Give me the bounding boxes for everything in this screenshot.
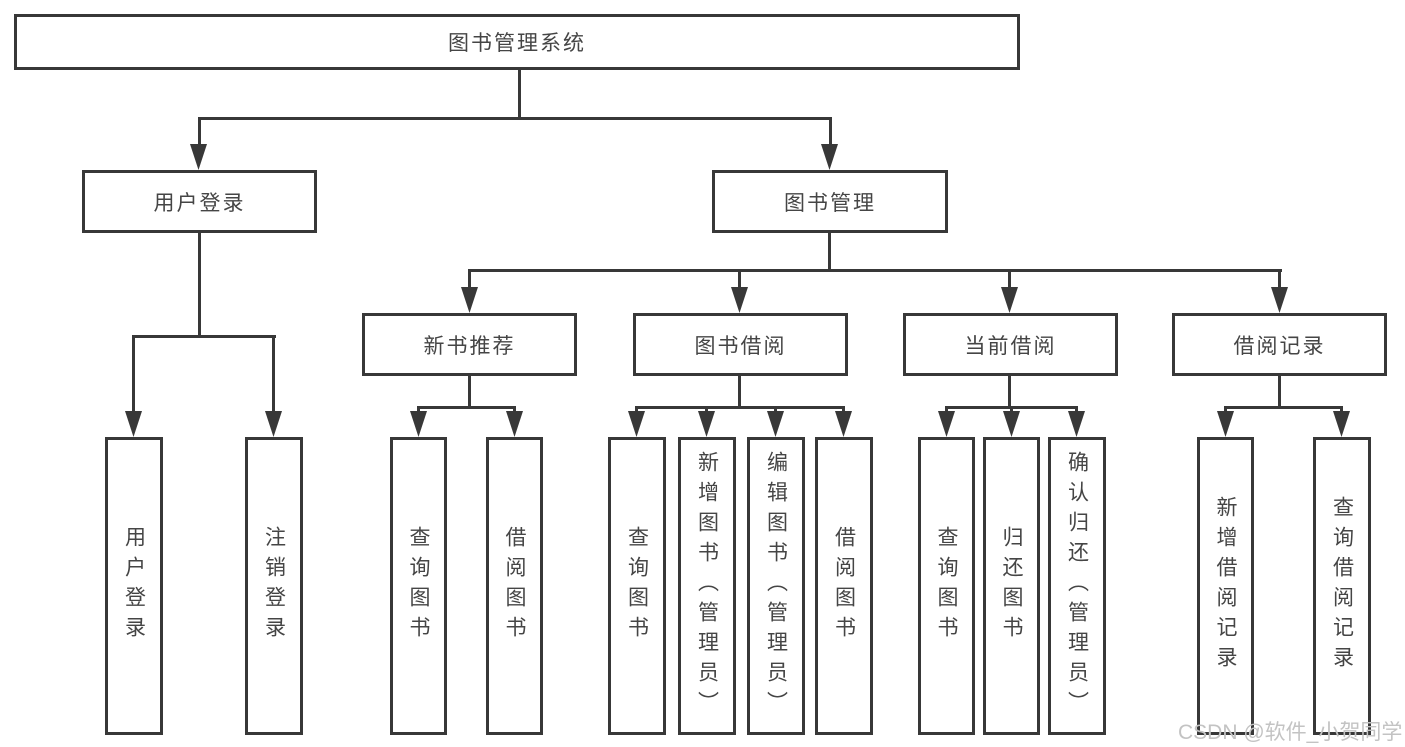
node-borrow-record: 借阅记录 bbox=[1172, 313, 1387, 376]
leaf-confirm-return-admin: 确认归还（管理员） bbox=[1048, 437, 1106, 735]
arrow-down-icon bbox=[1271, 287, 1288, 313]
connector-line bbox=[1340, 406, 1343, 415]
connector-line bbox=[1008, 376, 1011, 408]
node-user-login: 用户登录 bbox=[82, 170, 317, 233]
leaf-label: 新增图书（管理员） bbox=[695, 451, 719, 721]
connector-line bbox=[468, 269, 471, 290]
leaf-label: 归还图书 bbox=[1000, 526, 1023, 646]
leaf-label: 编辑图书（管理员） bbox=[764, 451, 788, 721]
arrow-down-icon bbox=[461, 287, 478, 313]
leaf-label: 确认归还（管理员） bbox=[1065, 451, 1089, 721]
connector-line bbox=[635, 406, 638, 415]
connector-line bbox=[1008, 269, 1011, 290]
leaf-query-borrow-record: 查询借阅记录 bbox=[1313, 437, 1371, 735]
connector-line bbox=[945, 406, 948, 415]
leaf-label: 查询借阅记录 bbox=[1330, 496, 1354, 676]
connector-line bbox=[468, 376, 471, 408]
connector-line bbox=[132, 335, 276, 338]
arrow-down-icon bbox=[190, 144, 207, 170]
leaf-label: 注销登录 bbox=[262, 526, 286, 646]
leaf-label: 新增借阅记录 bbox=[1214, 496, 1237, 676]
csdn-watermark: CSDN @软件_小贺同学 bbox=[1178, 721, 1403, 744]
leaf-label: 查询图书 bbox=[935, 526, 958, 646]
connector-line bbox=[1010, 406, 1013, 415]
connector-line bbox=[417, 406, 516, 409]
arrow-down-icon bbox=[506, 411, 523, 437]
arrow-down-icon bbox=[821, 144, 838, 170]
connector-line bbox=[1224, 406, 1227, 415]
node-book-management: 图书管理 bbox=[712, 170, 948, 233]
arrow-down-icon bbox=[1001, 287, 1018, 313]
leaf-add-borrow-record: 新增借阅记录 bbox=[1197, 437, 1254, 735]
connector-line bbox=[829, 117, 832, 146]
arrow-down-icon bbox=[628, 411, 645, 437]
connector-line bbox=[1278, 269, 1281, 290]
leaf-query-book-current: 查询图书 bbox=[918, 437, 975, 735]
connector-line bbox=[132, 335, 135, 415]
leaf-query-book-borrow: 查询图书 bbox=[608, 437, 666, 735]
arrow-down-icon bbox=[1068, 411, 1085, 437]
arrow-down-icon bbox=[265, 411, 282, 437]
connector-line bbox=[705, 406, 708, 415]
connector-line bbox=[738, 376, 741, 408]
connector-line bbox=[1075, 406, 1078, 415]
leaf-label: 用户登录 bbox=[122, 526, 146, 646]
arrow-down-icon bbox=[938, 411, 955, 437]
connector-line bbox=[1224, 406, 1343, 409]
leaf-borrow-book: 借阅图书 bbox=[815, 437, 873, 735]
node-library-management-system: 图书管理系统 bbox=[14, 14, 1020, 70]
connector-line bbox=[1278, 376, 1281, 408]
leaf-label: 借阅图书 bbox=[503, 526, 526, 646]
arrow-down-icon bbox=[1333, 411, 1350, 437]
arrow-down-icon bbox=[835, 411, 852, 437]
leaf-return-book: 归还图书 bbox=[983, 437, 1040, 735]
arrow-down-icon bbox=[1217, 411, 1234, 437]
arrow-down-icon bbox=[1003, 411, 1020, 437]
connector-line bbox=[635, 406, 845, 409]
connector-line bbox=[468, 269, 1282, 272]
arrow-down-icon bbox=[410, 411, 427, 437]
leaf-logout: 注销登录 bbox=[245, 437, 303, 735]
node-current-borrow: 当前借阅 bbox=[903, 313, 1118, 376]
connector-line bbox=[198, 117, 832, 120]
leaf-label: 借阅图书 bbox=[832, 526, 856, 646]
leaf-add-book-admin: 新增图书（管理员） bbox=[678, 437, 736, 735]
arrow-down-icon bbox=[731, 287, 748, 313]
leaf-borrow-book-recommend: 借阅图书 bbox=[486, 437, 543, 735]
connector-line bbox=[828, 233, 831, 272]
leaf-query-book-recommend: 查询图书 bbox=[390, 437, 447, 735]
leaf-label: 查询图书 bbox=[407, 526, 430, 646]
connector-line bbox=[198, 117, 201, 146]
connector-line bbox=[513, 406, 516, 415]
arrow-down-icon bbox=[125, 411, 142, 437]
node-book-borrow: 图书借阅 bbox=[633, 313, 848, 376]
leaf-user-login: 用户登录 bbox=[105, 437, 163, 735]
connector-line bbox=[842, 406, 845, 415]
connector-line bbox=[198, 233, 201, 337]
connector-line bbox=[774, 406, 777, 415]
connector-line bbox=[518, 70, 521, 119]
connector-line bbox=[738, 269, 741, 290]
connector-line bbox=[417, 406, 420, 415]
connector-line bbox=[272, 335, 275, 415]
arrow-down-icon bbox=[698, 411, 715, 437]
leaf-label: 查询图书 bbox=[625, 526, 649, 646]
arrow-down-icon bbox=[767, 411, 784, 437]
node-new-book-recommend: 新书推荐 bbox=[362, 313, 577, 376]
leaf-edit-book-admin: 编辑图书（管理员） bbox=[747, 437, 805, 735]
